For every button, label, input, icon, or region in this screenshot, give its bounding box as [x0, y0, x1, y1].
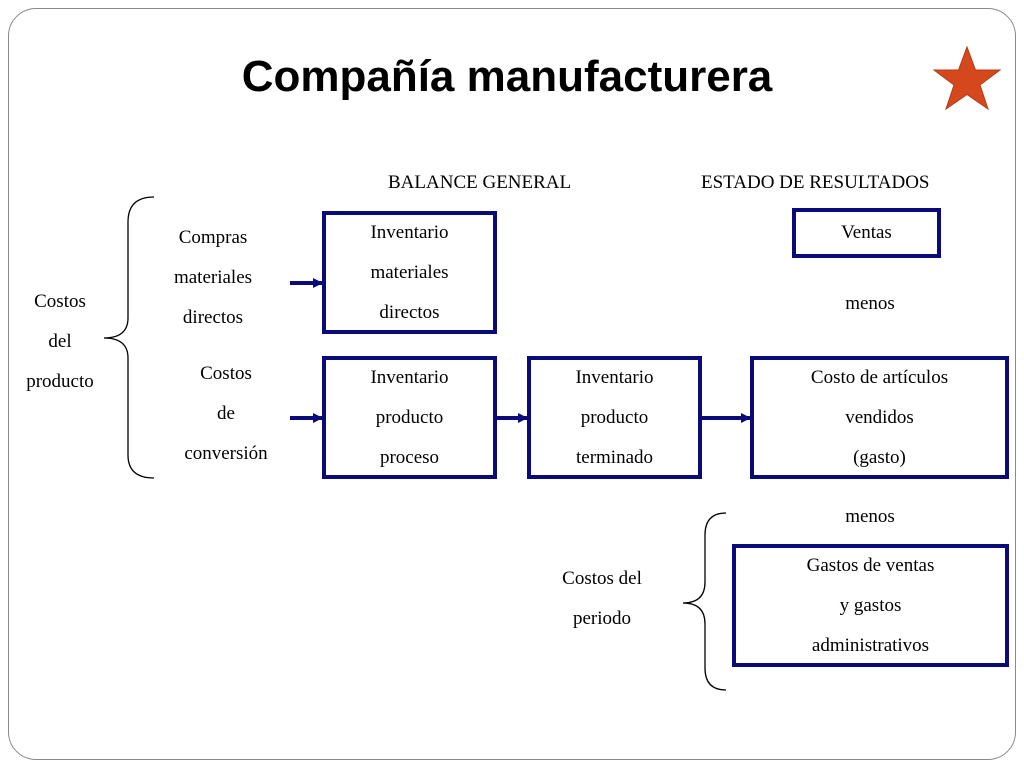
box-line: proceso — [379, 447, 440, 468]
box-inventario-proceso: Inventario producto proceso — [322, 356, 497, 479]
box-line: directos — [379, 302, 440, 323]
label-compras-3: directos — [182, 307, 244, 328]
box-line: y gastos — [839, 595, 902, 616]
box-line: Inventario — [370, 222, 449, 243]
box-line: vendidos — [845, 407, 914, 428]
label-costos-producto-3: producto — [26, 371, 94, 392]
label-menos-1: menos — [845, 293, 895, 314]
label-costos-producto-2: del — [48, 331, 72, 352]
brace-icon — [682, 512, 727, 691]
box-inventario-terminado: Inventario producto terminado — [527, 356, 702, 479]
label-conversion-2: de — [217, 403, 235, 424]
box-line: (gasto) — [853, 447, 906, 468]
label-costos-producto-1: Costos — [34, 291, 86, 312]
label-compras-1: Compras — [178, 227, 248, 248]
header-estado-resultados: ESTADO DE RESULTADOS — [701, 172, 930, 193]
header-balance-general: BALANCE GENERAL — [388, 172, 572, 193]
box-line: producto — [580, 407, 649, 428]
box-line: Costo de artículos — [810, 367, 949, 388]
box-line: producto — [375, 407, 444, 428]
page-title: Compañía manufacturera — [241, 52, 773, 101]
box-inventario-materiales: Inventario materiales directos — [322, 211, 497, 334]
label-conversion-1: Costos — [200, 363, 252, 384]
box-gastos: Gastos de ventas y gastos administrativo… — [732, 544, 1009, 667]
box-line: Ventas — [841, 222, 892, 243]
label-costos-periodo-2: periodo — [572, 608, 632, 629]
box-line: materiales — [370, 262, 449, 283]
box-costo-vendidos: Costo de artículos vendidos (gasto) — [750, 356, 1009, 479]
box-line: Gastos de ventas — [806, 555, 935, 576]
box-ventas: Ventas — [792, 208, 941, 258]
box-line: terminado — [575, 447, 654, 468]
label-menos-2: menos — [845, 506, 895, 527]
box-line: administrativos — [811, 635, 930, 656]
label-costos-periodo-1: Costos del — [562, 568, 642, 589]
label-conversion-3: conversión — [184, 443, 268, 464]
brace-icon — [103, 196, 155, 479]
box-line: Inventario — [370, 367, 449, 388]
label-compras-2: materiales — [173, 267, 253, 288]
box-line: Inventario — [575, 367, 654, 388]
star-icon — [932, 45, 1002, 111]
